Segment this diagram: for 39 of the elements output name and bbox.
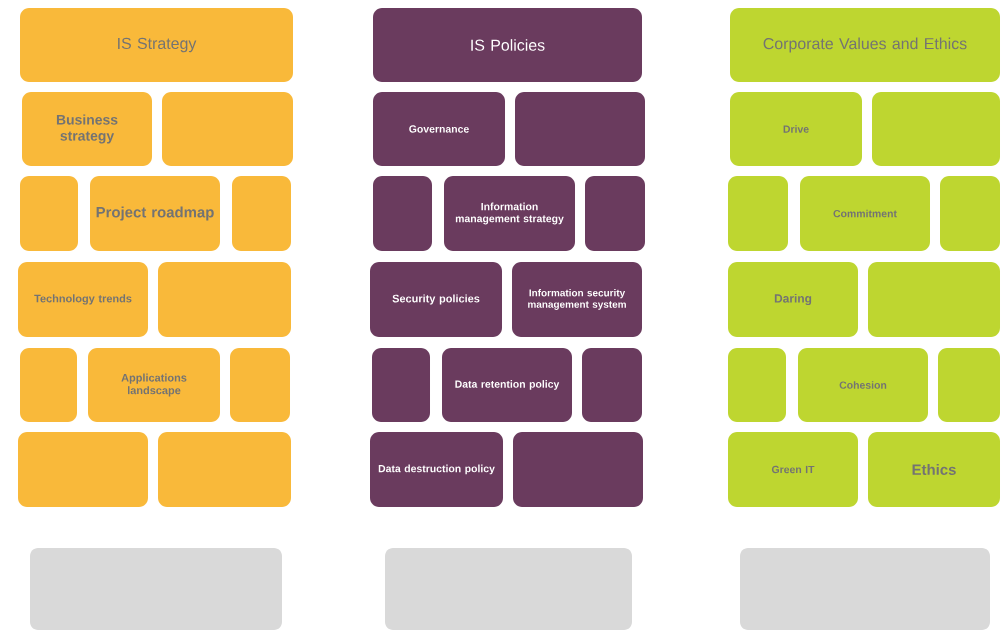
title-box: Corporate Values and Ethics [730, 8, 1000, 82]
empty-brick [158, 262, 291, 337]
empty-brick [582, 348, 642, 422]
brick-box: Green IT [728, 432, 858, 507]
empty-brick [728, 348, 786, 422]
empty-brick [728, 176, 788, 251]
brick-box: Data retention policy [442, 348, 572, 422]
brick-box: Project roadmap [90, 176, 220, 251]
empty-brick [868, 262, 1000, 337]
empty-brick [585, 176, 645, 251]
empty-brick [230, 348, 290, 422]
empty-brick [938, 348, 1000, 422]
empty-brick [20, 176, 78, 251]
brick-box: Business strategy [22, 92, 152, 166]
brick-box: Information security management system [512, 262, 642, 337]
empty-brick [158, 432, 291, 507]
brick-box: Data destruction policy [370, 432, 503, 507]
empty-brick [940, 176, 1000, 251]
brick-box: Governance [373, 92, 505, 166]
brick-box: Applications landscape [88, 348, 220, 422]
empty-brick [18, 432, 148, 507]
empty-brick [162, 92, 293, 166]
brick-box: Daring [728, 262, 858, 337]
brick-box: Ethics [868, 432, 1000, 507]
brick-box: Information management strategy [444, 176, 575, 251]
title-box: IS Strategy [20, 8, 293, 82]
empty-brick [372, 348, 430, 422]
empty-brick [513, 432, 643, 507]
empty-brick [515, 92, 645, 166]
title-box: IS Policies [373, 8, 642, 82]
empty-brick [872, 92, 1000, 166]
brick-box: Commitment [800, 176, 930, 251]
empty-brick [20, 348, 77, 422]
empty-brick [232, 176, 291, 251]
brick-box: Security policies [370, 262, 502, 337]
brick-box: Cohesion [798, 348, 928, 422]
brick-box: Drive [730, 92, 862, 166]
empty-brick [373, 176, 432, 251]
brick-box: Technology trends [18, 262, 148, 337]
